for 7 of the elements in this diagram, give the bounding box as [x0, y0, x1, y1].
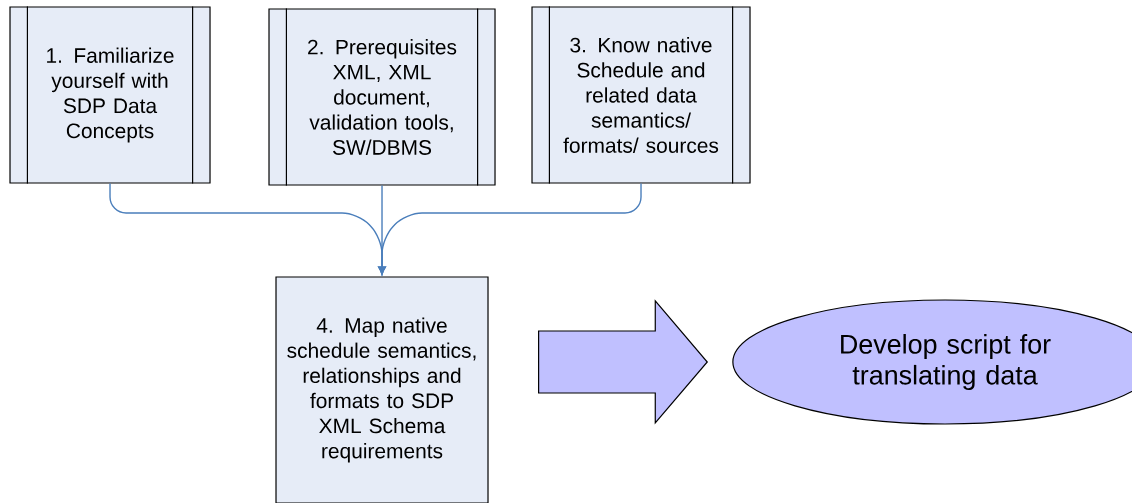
block-arrow — [538, 299, 709, 425]
process-box: 2. Prerequisites XML, XML document, validation tools, SW/DBMS — [268, 7, 496, 187]
process-box: 4. Map native schedule semantics, relationships and formats to SDP XML Schema requirements — [275, 276, 489, 503]
ellipse-node: Develop script for translating data — [732, 299, 1132, 425]
process-box: 1. Familiarize yourself with SDP Data Concepts — [9, 5, 211, 185]
process-box: 3. Know native Schedule and related data semantics/ formats/ sources — [531, 5, 751, 185]
connector-arrow — [378, 182, 642, 275]
